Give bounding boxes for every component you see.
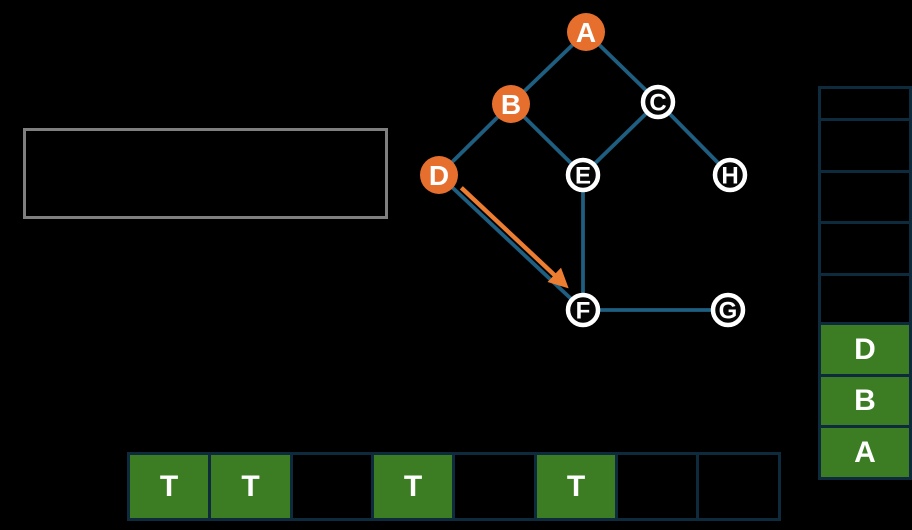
node-circle	[712, 157, 748, 193]
graph-node-H: H	[712, 157, 748, 193]
node-label: G	[719, 298, 738, 325]
empty-note-box	[23, 128, 388, 219]
stack-cell-label: A	[854, 435, 876, 469]
stack-cell-label: D	[854, 332, 876, 366]
node-circle	[567, 13, 605, 51]
node-label: A	[576, 17, 596, 48]
stack-cell-0	[818, 86, 912, 121]
node-circle	[565, 157, 601, 193]
node-circle	[710, 292, 746, 328]
node-label: D	[429, 160, 449, 191]
graph-edge-C-E	[581, 100, 660, 177]
stack-cell-1	[818, 118, 912, 173]
node-label: H	[721, 163, 738, 190]
graph-node-G: G	[710, 292, 746, 328]
stack-cell-label: B	[854, 384, 876, 417]
stack-cell-7: A	[818, 425, 912, 480]
node-circle	[565, 292, 601, 328]
graph-node-A: A	[567, 13, 605, 51]
stack-cell-2	[818, 170, 912, 224]
node-label: B	[501, 89, 521, 120]
node-label: F	[576, 298, 591, 325]
node-circle	[640, 84, 676, 120]
graph-edge-D-F	[437, 173, 585, 312]
stack-cell-6: B	[818, 374, 912, 428]
stack-cell-5: D	[818, 322, 912, 377]
graph-node-C: C	[640, 84, 676, 120]
stack-cell-4	[818, 273, 912, 325]
traversal-arrow-D-to-F	[459, 186, 569, 289]
node-label: E	[575, 163, 591, 190]
node-circle	[492, 85, 530, 123]
graph-node-D: D	[420, 156, 458, 194]
graph-node-E: E	[565, 157, 601, 193]
node-label: C	[649, 90, 666, 117]
stack-cell-3	[818, 221, 912, 276]
node-circle	[420, 156, 458, 194]
graph-node-B: B	[492, 85, 530, 123]
graph-node-F: F	[565, 292, 601, 328]
